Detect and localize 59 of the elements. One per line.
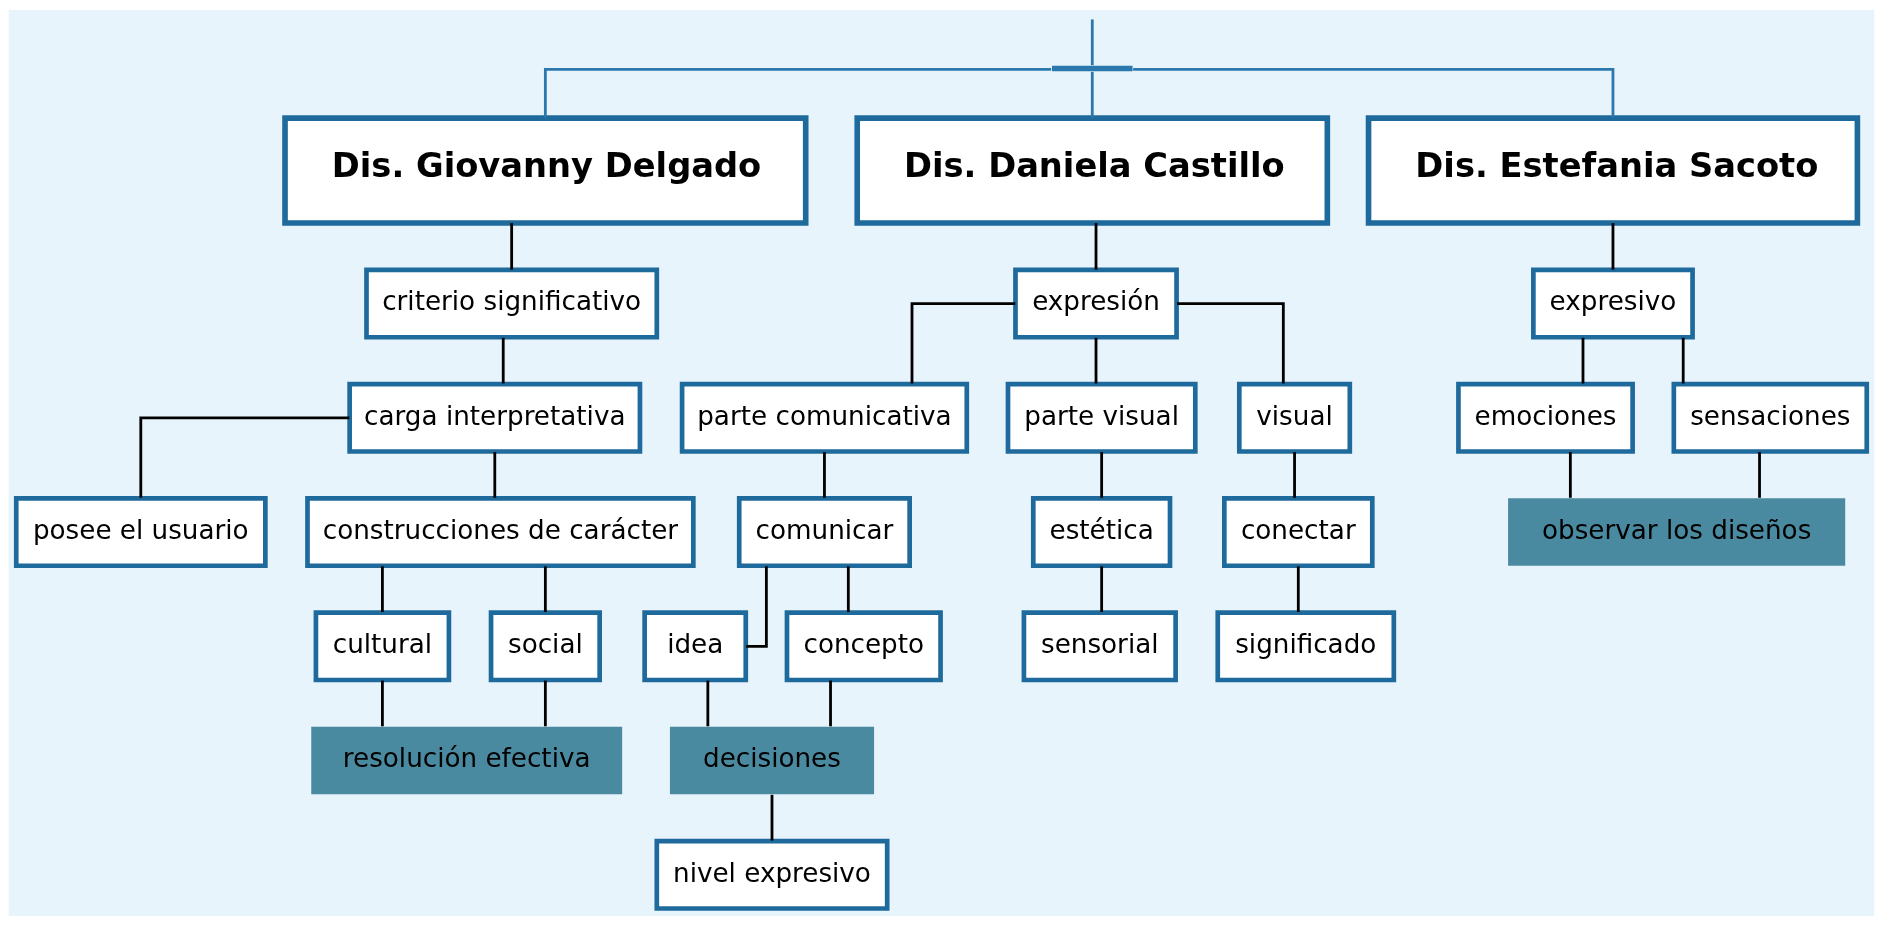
node-box: sensorial	[1021, 609, 1178, 682]
node-box: conectar	[1222, 495, 1375, 568]
node-box: parte comunicativa	[679, 381, 970, 454]
node-box: expresivo	[1531, 267, 1695, 340]
connector	[381, 680, 384, 726]
connector	[1758, 451, 1761, 498]
node-box: parte visual	[1005, 381, 1198, 454]
node-box: emociones	[1456, 381, 1635, 454]
connector	[1090, 71, 1094, 118]
node-box: construcciones de carácter	[305, 495, 696, 568]
node-box: significado	[1215, 609, 1397, 682]
node-box: posee el usuario	[13, 495, 268, 568]
connector	[829, 680, 832, 726]
node-box: expresión	[1013, 267, 1179, 340]
node-box: carga interpretativa	[347, 381, 643, 454]
connector	[381, 565, 384, 612]
connector	[1094, 337, 1098, 384]
connector	[910, 301, 1016, 383]
connector	[510, 222, 514, 270]
connector	[1293, 451, 1296, 498]
node-box: Dis. Daniela Castillo	[854, 114, 1331, 226]
connector	[1581, 337, 1585, 384]
connector	[846, 565, 850, 612]
node-box: social	[488, 609, 602, 682]
connector	[1094, 222, 1098, 270]
node-box: decisiones	[669, 726, 875, 794]
connector	[1611, 222, 1615, 270]
node-box: concepto	[784, 609, 943, 682]
node-box: Dis. Estefania Sacoto	[1365, 114, 1861, 226]
connector	[746, 565, 768, 648]
connector	[1568, 451, 1572, 498]
connector	[1177, 301, 1285, 383]
connector	[770, 794, 774, 841]
connector	[706, 680, 710, 726]
node-box: Dis. Giovanny Delgado	[282, 114, 809, 226]
node-box: cultural	[313, 609, 452, 682]
connector	[543, 67, 1052, 118]
connector	[1100, 451, 1104, 498]
node-box: estética	[1030, 495, 1173, 568]
connector	[823, 451, 826, 498]
connector	[1133, 67, 1615, 118]
connector	[543, 565, 547, 612]
node-box: observar los diseños	[1508, 497, 1846, 566]
node-box: comunicar	[736, 495, 912, 568]
connector	[501, 337, 505, 384]
connector	[1090, 18, 1094, 65]
connector	[1100, 565, 1104, 612]
node-box: criterio significativo	[364, 267, 660, 340]
connector	[493, 451, 497, 498]
node-box: sensaciones	[1671, 381, 1870, 454]
node-box: resolución efectiva	[311, 726, 623, 794]
node-bar	[1052, 65, 1133, 71]
connector	[1296, 565, 1300, 612]
node-box: idea	[642, 609, 749, 682]
node-box: visual	[1236, 381, 1353, 454]
node-box: nivel expresivo	[654, 838, 890, 911]
connector	[139, 415, 350, 498]
connector	[1681, 337, 1685, 384]
connector	[543, 680, 547, 726]
